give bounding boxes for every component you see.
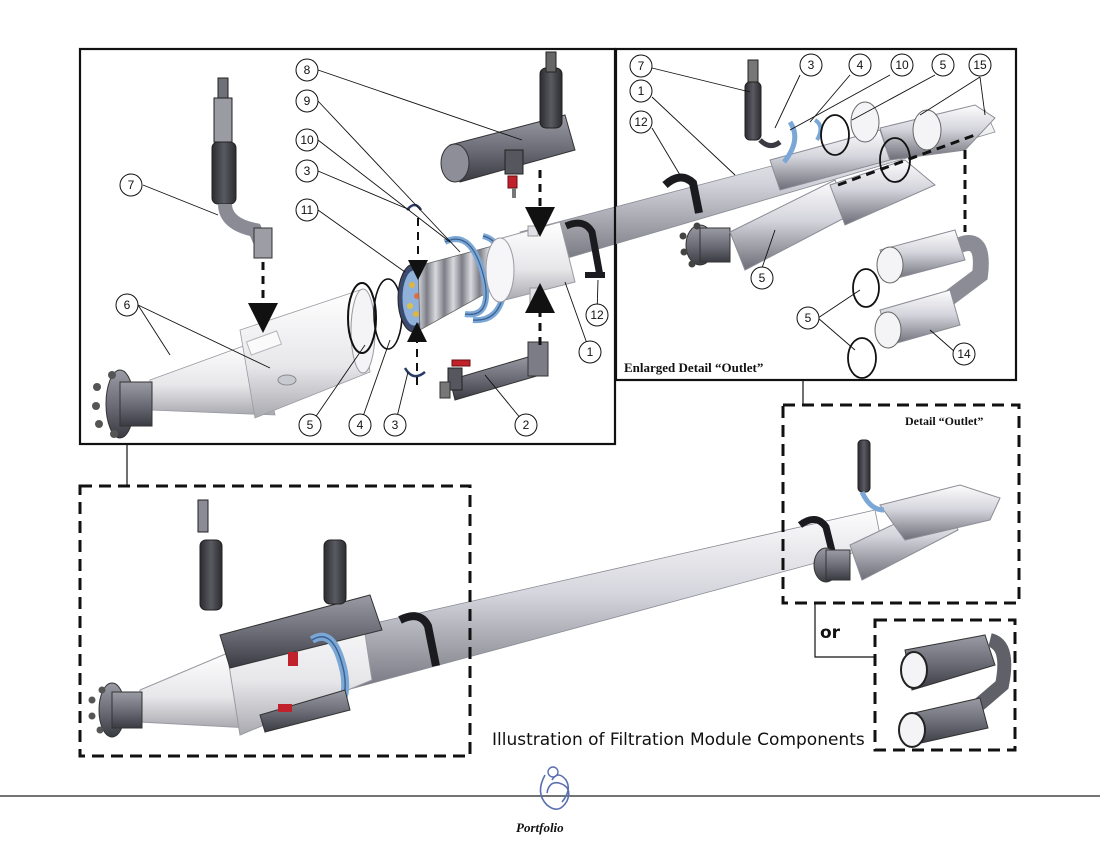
svg-text:6: 6: [124, 298, 131, 312]
svg-text:14: 14: [957, 347, 971, 361]
enlarged-callout-5b: 5: [750, 266, 774, 290]
enlarged-leader-lines: [651, 67, 986, 353]
drain-valve-part-2: [439, 341, 549, 401]
svg-text:11: 11: [301, 203, 314, 217]
panel-connectors: [126, 381, 875, 658]
svg-text:12: 12: [634, 115, 648, 129]
callout-4: 4: [348, 413, 372, 437]
svg-text:5: 5: [940, 58, 947, 72]
enlarged-elbow-part-14: [847, 229, 989, 379]
svg-text:1: 1: [587, 345, 594, 359]
enlarged-callout-3: 3: [799, 53, 823, 77]
alternative-outlet-panel: [873, 618, 1017, 752]
callout-12: 12: [585, 303, 609, 327]
detail-outlet-title: Detail “Outlet”: [905, 414, 983, 428]
portfolio-logo: Portfolio: [516, 766, 570, 835]
svg-text:1: 1: [638, 84, 645, 98]
enlarged-callout-1: 1: [629, 79, 653, 103]
svg-text:12: 12: [590, 308, 604, 322]
logo-text: Portfolio: [516, 820, 564, 835]
svg-text:3: 3: [808, 58, 815, 72]
assembled-inlet-panel: [78, 484, 472, 758]
or-label: or: [820, 623, 841, 643]
o-ring-part-4: [373, 278, 403, 350]
callout-1: 1: [578, 340, 602, 364]
svg-text:4: 4: [357, 418, 364, 432]
enlarged-callouts: 7 3 4 10 5 15 1 12 5 5 14: [629, 53, 992, 366]
svg-text:3: 3: [392, 418, 399, 432]
svg-text:7: 7: [638, 59, 645, 73]
enlarged-callout-5a: 5: [931, 53, 955, 77]
inlet-valve-part-7: [211, 77, 273, 259]
svg-text:7: 7: [128, 178, 135, 192]
clip-part-3-upper: [406, 203, 423, 211]
enlarged-callout-7: 7: [629, 54, 653, 78]
enlarged-title-bg: [620, 357, 802, 377]
clip-part-3-lower: [403, 367, 426, 378]
exploded-view-panel: 8 9 10 3 11 7 6 5 4 3 2 1 12: [78, 47, 617, 446]
svg-text:2: 2: [523, 418, 530, 432]
svg-text:8: 8: [304, 63, 311, 77]
assembled-drain-valve: [259, 689, 351, 733]
figure-caption: Illustration of Filtration Module Compon…: [492, 730, 865, 750]
enlarged-valve-7: [744, 59, 782, 148]
callout-6: 6: [115, 293, 139, 317]
enlarged-outlet-title: Enlarged Detail “Outlet”: [624, 360, 763, 375]
detail-outlet-panel: Detail “Outlet”: [781, 403, 1021, 605]
callout-8: 8: [295, 58, 319, 82]
alternative-outlet-frame: [873, 618, 1017, 752]
assembled-pipe: [299, 509, 883, 701]
enlarged-outlet-contents: 7 3 4 10 5 15 1 12 5 5 14 Enlarged Detai…: [620, 53, 996, 379]
enlarged-callout-15: 15: [968, 53, 992, 77]
assembled-manifold: [197, 499, 383, 669]
enlarged-callout-4: 4: [848, 53, 872, 77]
svg-text:3: 3: [304, 164, 311, 178]
callout-9: 9: [295, 89, 319, 113]
svg-text:10: 10: [895, 58, 909, 72]
enlarged-strap-12: [662, 173, 703, 214]
callout-3-upper: 3: [295, 159, 319, 183]
inlet-flange: [92, 369, 153, 439]
assembly-arrows: [248, 170, 555, 385]
svg-text:10: 10: [300, 133, 314, 147]
exploded-view-frame: [78, 47, 617, 446]
enlarged-dash-horizontal: [837, 133, 976, 187]
assembled-strap: [398, 612, 440, 667]
svg-text:5: 5: [805, 311, 812, 325]
enlarged-flange: [679, 222, 731, 268]
exploded-callouts: 8 9 10 3 11 7 6 5 4 3 2 1 12: [115, 58, 609, 437]
detail-outlet-frame: [781, 403, 1021, 605]
enlarged-callout-12: 12: [629, 110, 653, 134]
enlarged-callout-14: 14: [952, 342, 976, 366]
svg-text:9: 9: [304, 94, 311, 108]
enlarged-callout-5c: 5: [796, 306, 820, 330]
manifold-part-8: [440, 51, 576, 198]
outlet-tee-housing: [485, 221, 576, 305]
strap-part-12: [564, 219, 605, 278]
enlarged-oring-5a: [820, 114, 850, 156]
callout-3-lower: 3: [383, 413, 407, 437]
svg-text:4: 4: [857, 58, 864, 72]
enlarged-callout-10: 10: [890, 53, 914, 77]
svg-text:5: 5: [307, 418, 314, 432]
callout-10: 10: [295, 128, 319, 152]
callout-5: 5: [298, 413, 322, 437]
callout-11: 11: [295, 198, 319, 222]
enlarged-clamp-4: [813, 118, 823, 141]
svg-text:5: 5: [759, 271, 766, 285]
assembled-inlet-frame: [78, 484, 472, 758]
callout-2: 2: [514, 413, 538, 437]
svg-text:15: 15: [973, 58, 987, 72]
callout-7: 7: [119, 173, 143, 197]
enlarged-clamp-10: [782, 120, 798, 164]
o-ring-part-5: [347, 282, 377, 354]
